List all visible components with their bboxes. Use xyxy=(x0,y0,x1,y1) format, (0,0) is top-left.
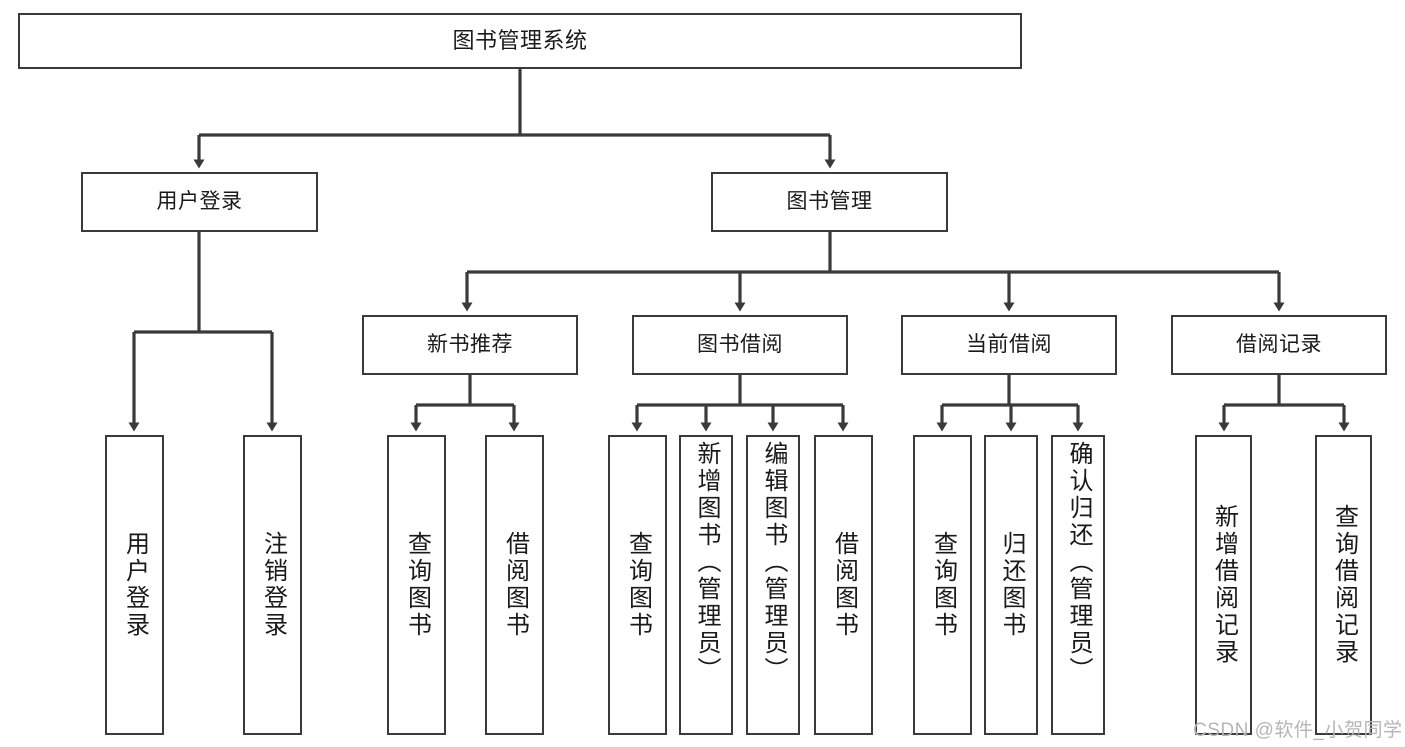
node-label-current-borrow: 当前借阅 xyxy=(966,332,1052,356)
node-leaf-add-book-admin[interactable]: 新增图书（管理员） xyxy=(679,435,733,735)
node-label-book-manage: 图书管理 xyxy=(786,189,873,213)
node-leaf-borrow-book-2[interactable]: 借阅图书 xyxy=(814,435,873,735)
node-leaf-user-login[interactable]: 用户登录 xyxy=(105,435,164,735)
node-leaf-confirm-return-admin[interactable]: 确认归还（管理员） xyxy=(1051,435,1105,735)
node-label-leaf-return-book: 归还图书 xyxy=(998,531,1025,639)
node-label-new-book-recommend: 新书推荐 xyxy=(427,332,513,356)
node-label-leaf-edit-book-admin: 编辑图书（管理员） xyxy=(760,441,787,684)
node-label-leaf-add-book-admin: 新增图书（管理员） xyxy=(693,441,720,684)
node-leaf-query-book-2[interactable]: 查询图书 xyxy=(608,435,667,735)
node-label-leaf-confirm-return-admin: 确认归还（管理员） xyxy=(1065,441,1092,684)
node-label-user-login: 用户登录 xyxy=(156,189,243,213)
node-book-borrow[interactable]: 图书借阅 xyxy=(632,315,848,375)
node-borrow-record[interactable]: 借阅记录 xyxy=(1171,315,1387,375)
node-label-root: 图书管理系统 xyxy=(452,28,588,54)
node-leaf-return-book[interactable]: 归还图书 xyxy=(984,435,1038,735)
node-leaf-query-borrow-record[interactable]: 查询借阅记录 xyxy=(1315,435,1372,735)
node-label-leaf-borrow-book-1: 借阅图书 xyxy=(501,531,529,639)
node-leaf-query-book-1[interactable]: 查询图书 xyxy=(387,435,446,735)
node-leaf-borrow-book-1[interactable]: 借阅图书 xyxy=(485,435,544,735)
node-user-login[interactable]: 用户登录 xyxy=(81,172,318,232)
node-leaf-query-book-3[interactable]: 查询图书 xyxy=(913,435,972,735)
node-label-leaf-add-borrow-record: 新增借阅记录 xyxy=(1210,504,1238,666)
node-label-leaf-query-book-2: 查询图书 xyxy=(624,531,652,639)
node-label-leaf-query-book-3: 查询图书 xyxy=(929,531,957,639)
node-label-leaf-query-book-1: 查询图书 xyxy=(403,531,431,639)
node-label-leaf-borrow-book-2: 借阅图书 xyxy=(830,531,858,639)
node-label-borrow-record: 借阅记录 xyxy=(1236,332,1322,356)
node-root[interactable]: 图书管理系统 xyxy=(18,13,1022,69)
node-label-leaf-query-borrow-record: 查询借阅记录 xyxy=(1330,504,1358,666)
node-book-manage[interactable]: 图书管理 xyxy=(711,172,948,232)
node-leaf-user-logout[interactable]: 注销登录 xyxy=(243,435,302,735)
node-label-leaf-user-login: 用户登录 xyxy=(121,531,149,639)
node-label-leaf-user-logout: 注销登录 xyxy=(259,531,287,639)
node-current-borrow[interactable]: 当前借阅 xyxy=(901,315,1117,375)
node-new-book-recommend[interactable]: 新书推荐 xyxy=(362,315,578,375)
node-leaf-edit-book-admin[interactable]: 编辑图书（管理员） xyxy=(746,435,800,735)
node-leaf-add-borrow-record[interactable]: 新增借阅记录 xyxy=(1195,435,1252,735)
node-label-book-borrow: 图书借阅 xyxy=(697,332,783,356)
